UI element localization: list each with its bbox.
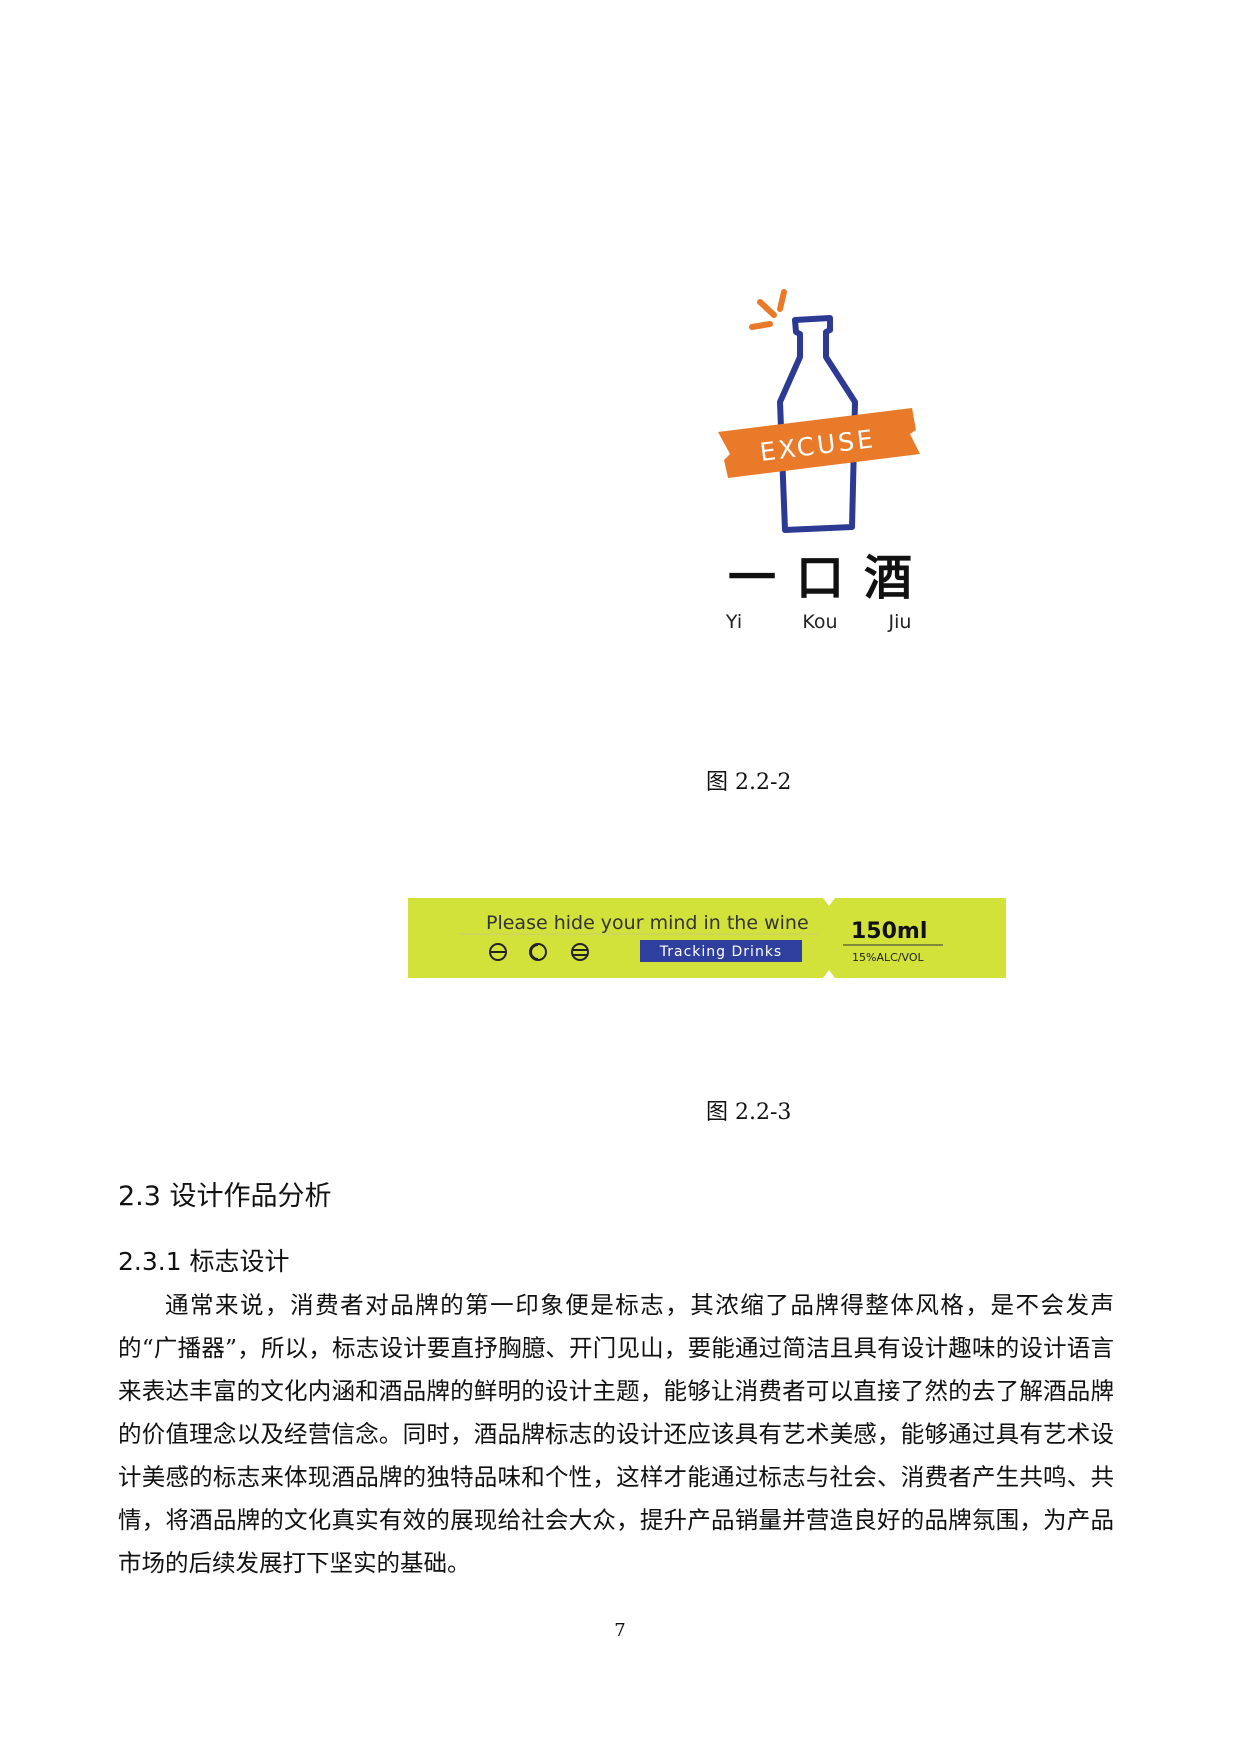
figure-caption-2-2-2: 图 2.2-2 <box>706 770 792 795</box>
pinyin-jiu: Jiu <box>888 611 912 633</box>
bottle-cap-icon <box>571 943 589 961</box>
glass-icon <box>489 943 507 961</box>
section-heading: 2.3 设计作品分析 <box>118 1181 332 1212</box>
label-band-figure: Please hide your mind in the wine Tracki… <box>408 898 1006 978</box>
logo-chinese-wordmark: 一口酒 <box>728 550 932 606</box>
bottle-icon <box>777 315 858 533</box>
pinyin-yi: Yi <box>725 611 742 633</box>
slogan-text: Please hide your mind in the wine <box>486 912 809 934</box>
tracking-tag-text: Tracking Drinks <box>659 944 782 960</box>
logo-band <box>718 408 920 478</box>
moon-icon <box>529 943 547 961</box>
page-number: 7 <box>614 1620 626 1641</box>
alcohol-text: 15%ALC/VOL <box>852 951 924 964</box>
label-band <box>408 898 1006 978</box>
pinyin-kou: Kou <box>802 611 837 633</box>
tracking-tag <box>640 940 802 962</box>
body-paragraph: 通常来说，消费者对品牌的第一印象便是标志，其浓缩了品牌得整体风格，是不会发声的“… <box>118 1291 1114 1577</box>
subsection-heading: 2.3.1 标志设计 <box>118 1247 290 1276</box>
volume-text: 150ml <box>851 919 927 944</box>
brand-logo-figure: EXCUSE 一口酒 Yi Kou Jiu <box>718 289 932 633</box>
figure-caption-2-2-3: 图 2.2-3 <box>706 1100 792 1125</box>
sparkle-icon <box>749 289 787 330</box>
